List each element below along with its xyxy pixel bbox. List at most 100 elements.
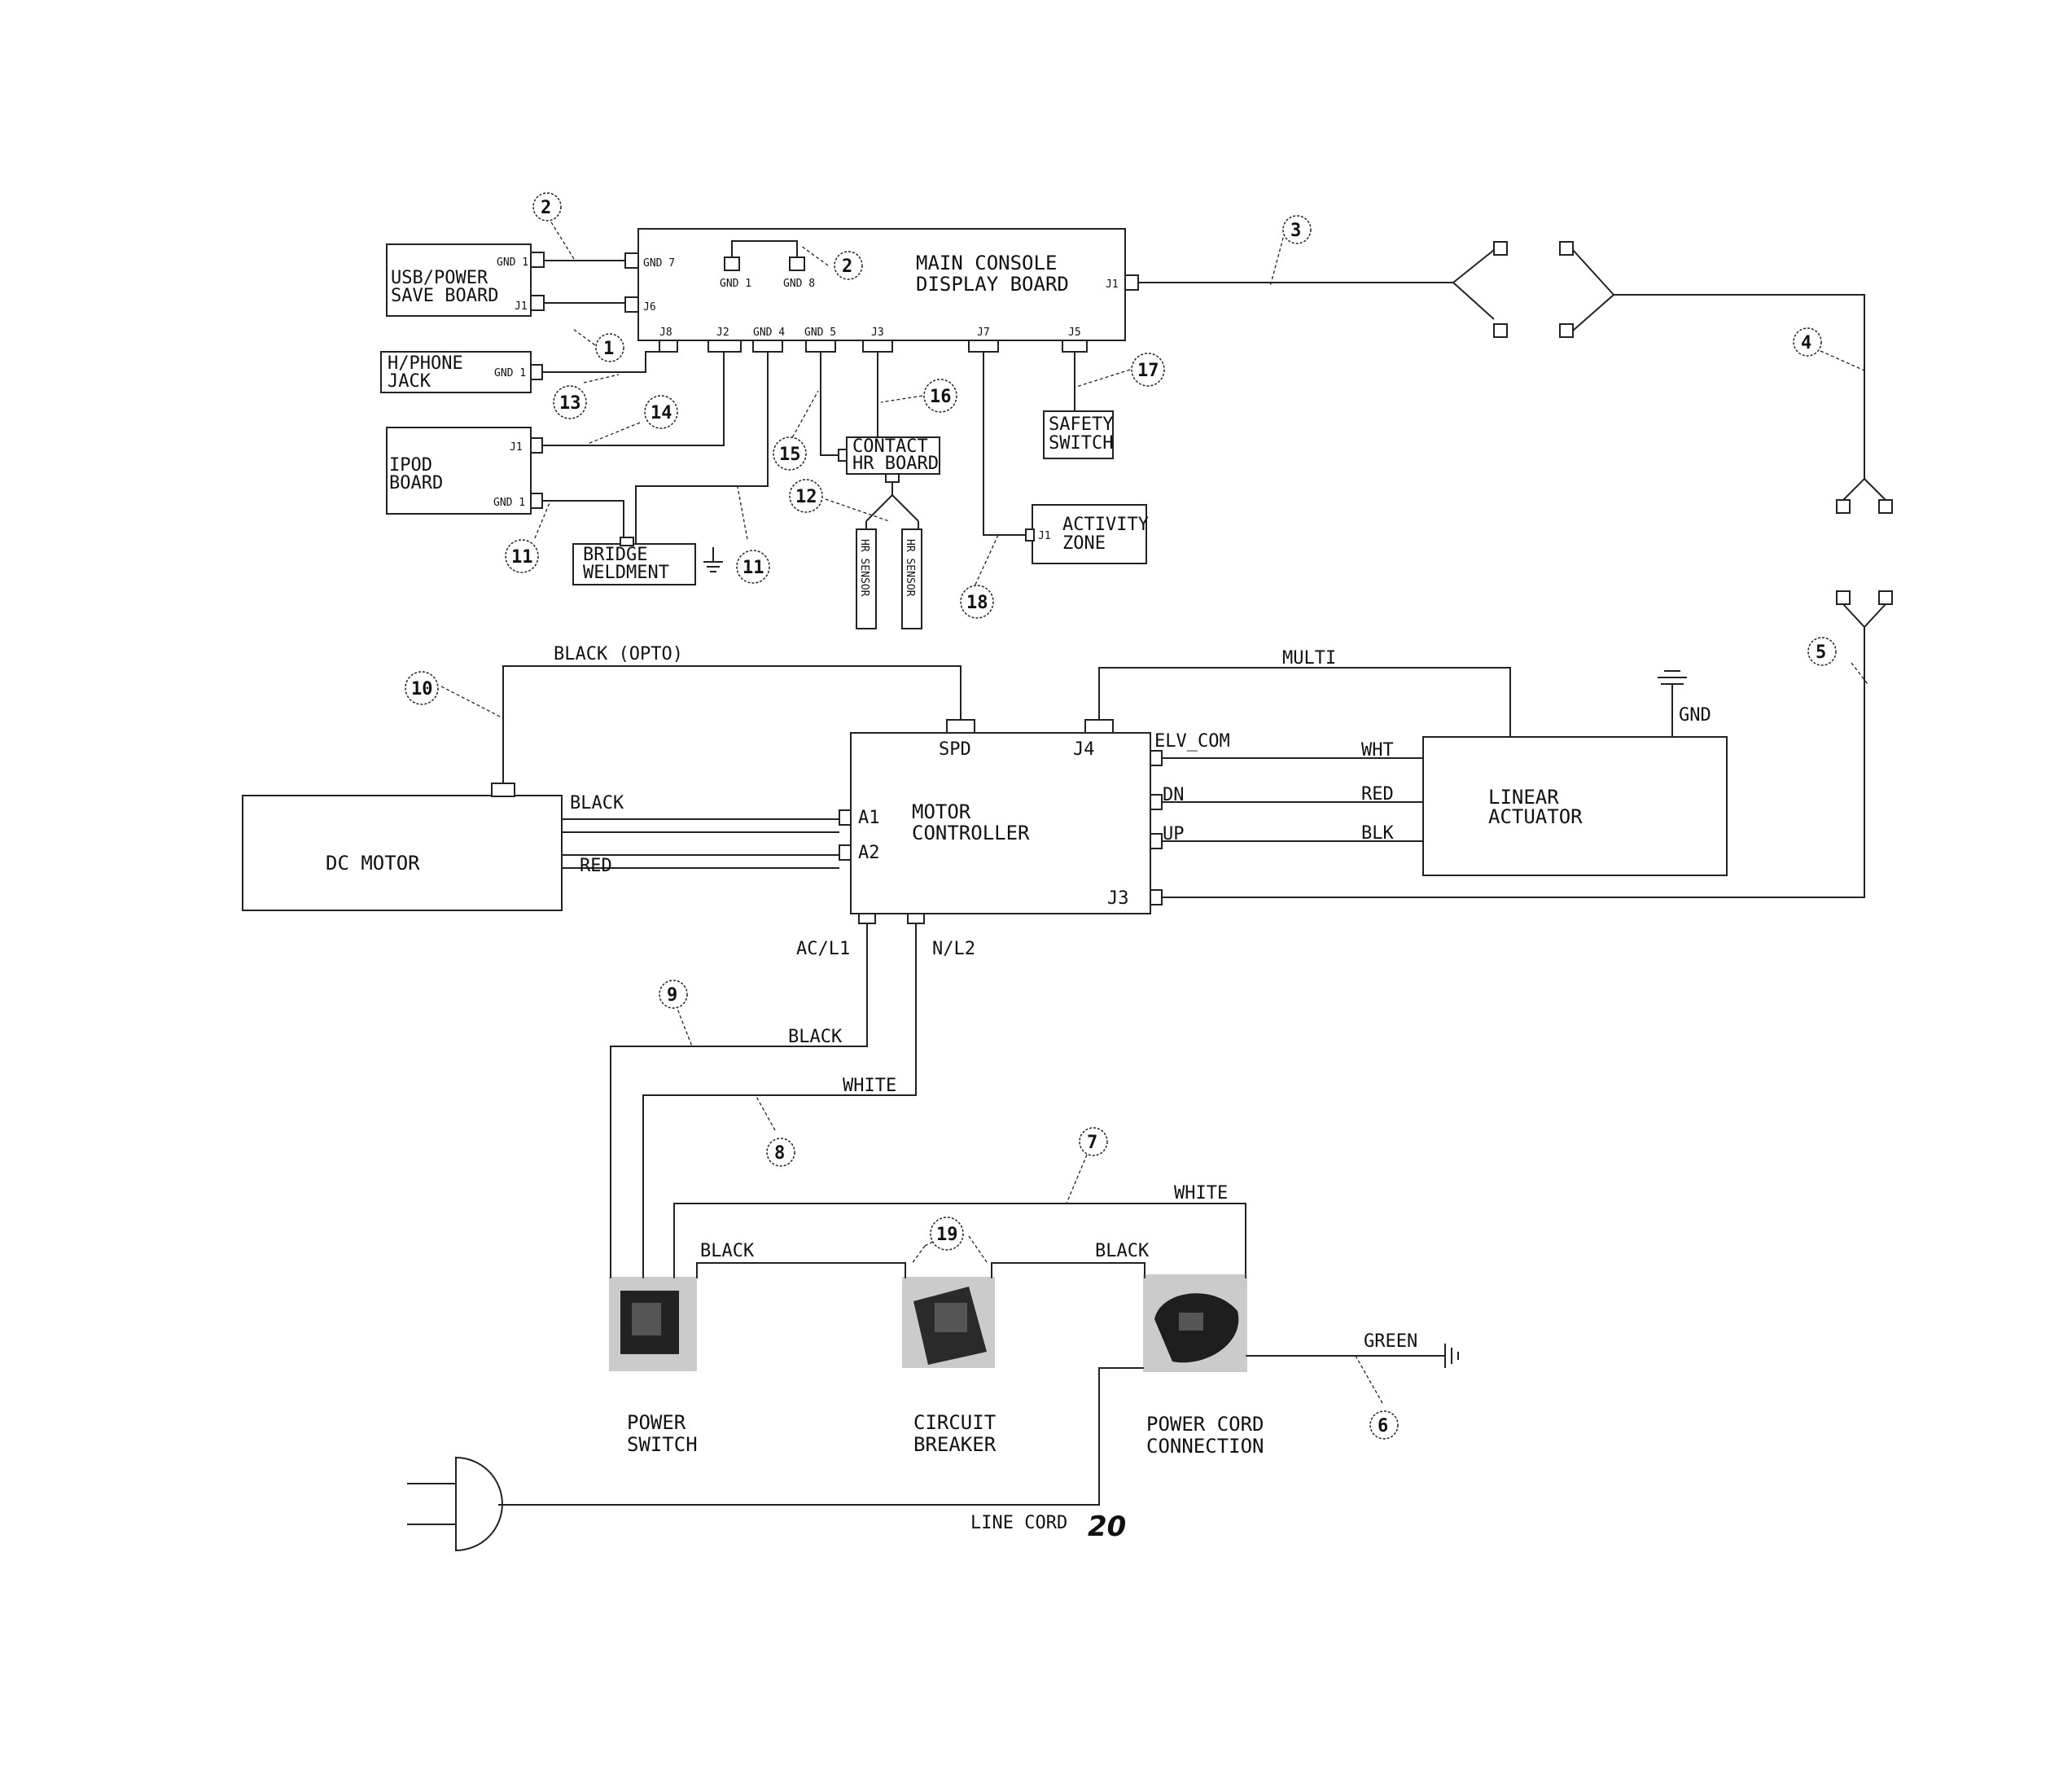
motor-controller-label-2: CONTROLLER — [912, 822, 1030, 844]
callout-14-num: 14 — [651, 403, 672, 423]
callout-13: 13 — [553, 385, 587, 419]
activity-zone-label-1: ACTIVITY — [1062, 515, 1149, 535]
pin-a1: A1 — [858, 808, 880, 828]
main-console-label-1: MAIN CONSOLE — [916, 252, 1057, 274]
wire-white-7: WHITE — [1174, 1183, 1228, 1204]
circuit-breaker-label-1: CIRCUIT — [913, 1411, 996, 1434]
hphone-label-1: H/PHONE — [388, 353, 463, 374]
circuit-breaker-image — [902, 1277, 995, 1368]
callout-11b: 11 — [736, 550, 770, 584]
ipod-label-2: BOARD — [389, 473, 443, 493]
callout-7: 7 — [1079, 1127, 1108, 1156]
callout-15-num: 15 — [779, 445, 801, 465]
callout-17-num: 17 — [1137, 361, 1159, 381]
pin-hphone-gnd1: GND 1 — [494, 367, 526, 379]
pin-ac-l1: AC/L1 — [796, 939, 850, 959]
pin-gnd7: GND 7 — [643, 257, 675, 270]
main-console-display-board: MAIN CONSOLE DISPLAY BOARD GND 1 GND 8 G… — [624, 228, 1139, 353]
ipod-label-1: IPOD — [389, 455, 432, 476]
activity-zone: J1 ACTIVITY ZONE — [983, 352, 1149, 564]
callout-19-num: 19 — [936, 1225, 958, 1245]
callout-18-num: 18 — [966, 593, 988, 613]
callout-7-num: 7 — [1087, 1133, 1097, 1153]
linear-actuator-label-1: LINEAR — [1488, 786, 1559, 809]
wire-white-8: WHITE — [843, 1076, 896, 1096]
pin-ipod-j1: J1 — [510, 441, 523, 454]
bridge-label-1: BRIDGE — [583, 545, 647, 565]
callout-18: 18 — [960, 585, 994, 619]
plug-icon — [407, 1456, 503, 1552]
callout-10: 10 — [405, 671, 439, 705]
callout-5: 5 — [1807, 637, 1837, 666]
wire-black-cord: BLACK — [1095, 1241, 1150, 1261]
pin-usb-j1: J1 — [515, 300, 528, 313]
power-cord-connection-label-2: CONNECTION — [1146, 1435, 1264, 1458]
callout-16-num: 16 — [930, 387, 952, 407]
safety-switch-label-2: SWITCH — [1049, 433, 1113, 454]
pin-usb-gnd1: GND 1 — [497, 256, 528, 269]
wire-black-motor: BLACK — [570, 793, 624, 813]
callout-9-num: 9 — [667, 985, 677, 1006]
main-console-label-2: DISPLAY BOARD — [916, 273, 1069, 296]
power-wiring: BLACK WHITE WHITE BLACK BLACK GREEN LINE… — [407, 923, 1459, 1552]
callout-6-num: 6 — [1378, 1416, 1388, 1436]
power-switch-image — [609, 1277, 697, 1371]
contact-hr-label-1: CONTACT — [852, 436, 928, 457]
hr-sensor-2-label: HR SENSOR — [904, 539, 916, 597]
callout-10-num: 10 — [411, 679, 433, 699]
callout-1: 1 — [595, 333, 624, 362]
callout-19: 19 — [930, 1217, 964, 1251]
ground-symbol-bridge — [703, 547, 723, 572]
line-cord-number: 20 — [1088, 1510, 1126, 1543]
callout-1-num: 1 — [603, 339, 614, 359]
usb-power-save-board: USB/POWER SAVE BOARD GND 1 J1 — [386, 243, 625, 317]
motor-controller-label-1: MOTOR — [912, 800, 971, 823]
pin-elv-com: ELV_COM — [1154, 731, 1230, 752]
callout-15: 15 — [773, 436, 807, 471]
callout-17: 17 — [1131, 353, 1165, 387]
wire-red-actuator: RED — [1361, 784, 1394, 805]
wire-green: GREEN — [1364, 1331, 1417, 1352]
pin-ipod-gnd1: GND 1 — [493, 497, 525, 509]
wire-multi: MULTI — [1282, 648, 1336, 669]
callout-12: 12 — [789, 479, 823, 513]
bridge-label-2: WELDMENT — [583, 563, 669, 583]
hr-sensor-1-label: HR SENSOR — [858, 539, 870, 597]
wire-red-motor: RED — [580, 856, 612, 876]
wire-black-9: BLACK — [788, 1027, 843, 1047]
callout-2b-num: 2 — [842, 256, 852, 277]
contact-hr-board: CONTACT HR BOARD HR SENSOR HR SENSOR — [820, 352, 940, 629]
bridge-weldment: BRIDGE WELDMENT — [572, 352, 769, 585]
usb-board-label-2: SAVE BOARD — [391, 286, 498, 306]
pin-gnd8: GND 8 — [783, 278, 815, 290]
pin-j1-main: J1 — [1106, 278, 1119, 291]
power-cord-connection-image — [1143, 1274, 1247, 1372]
callout-2b: 2 — [834, 251, 863, 280]
ipod-board: IPOD BOARD J1 GND 1 — [386, 352, 725, 544]
callout-5-num: 5 — [1816, 642, 1826, 663]
pin-j8: J8 — [659, 327, 672, 339]
motor-controller: MOTOR CONTROLLER SPD J4 A1 A2 ELV_COM DN… — [796, 719, 1230, 959]
callout-11a-num: 11 — [511, 547, 533, 568]
power-switch-label-1: POWER — [627, 1411, 686, 1434]
pin-j5: J5 — [1068, 327, 1081, 339]
callout-3-num: 3 — [1290, 221, 1301, 241]
pin-gnd4: GND 4 — [753, 327, 785, 339]
power-switch-label-2: SWITCH — [627, 1433, 698, 1456]
dc-motor: DC MOTOR BLACK (OPTO) BLACK RED — [242, 644, 962, 911]
pin-j2: J2 — [716, 327, 729, 339]
safety-switch: SAFETY SWITCH — [1043, 352, 1114, 459]
wire-black-opto: BLACK (OPTO) — [554, 644, 683, 664]
ground-symbol-green — [1444, 1344, 1459, 1368]
ground-symbol-actuator — [1658, 670, 1687, 737]
power-cord-connection-label-1: POWER CORD — [1146, 1413, 1264, 1436]
usb-board-label-1: USB/POWER — [391, 268, 488, 288]
safety-switch-label-1: SAFETY — [1049, 414, 1113, 435]
headphone-jack: H/PHONE JACK GND 1 — [380, 351, 668, 393]
hphone-label-2: JACK — [388, 371, 431, 392]
wire-black-switch: BLACK — [700, 1241, 755, 1261]
pin-gnd1-internal: GND 1 — [720, 278, 751, 290]
pin-gnd5: GND 5 — [804, 327, 836, 339]
callout-2a-num: 2 — [541, 198, 551, 218]
callout-13-num: 13 — [559, 393, 581, 414]
